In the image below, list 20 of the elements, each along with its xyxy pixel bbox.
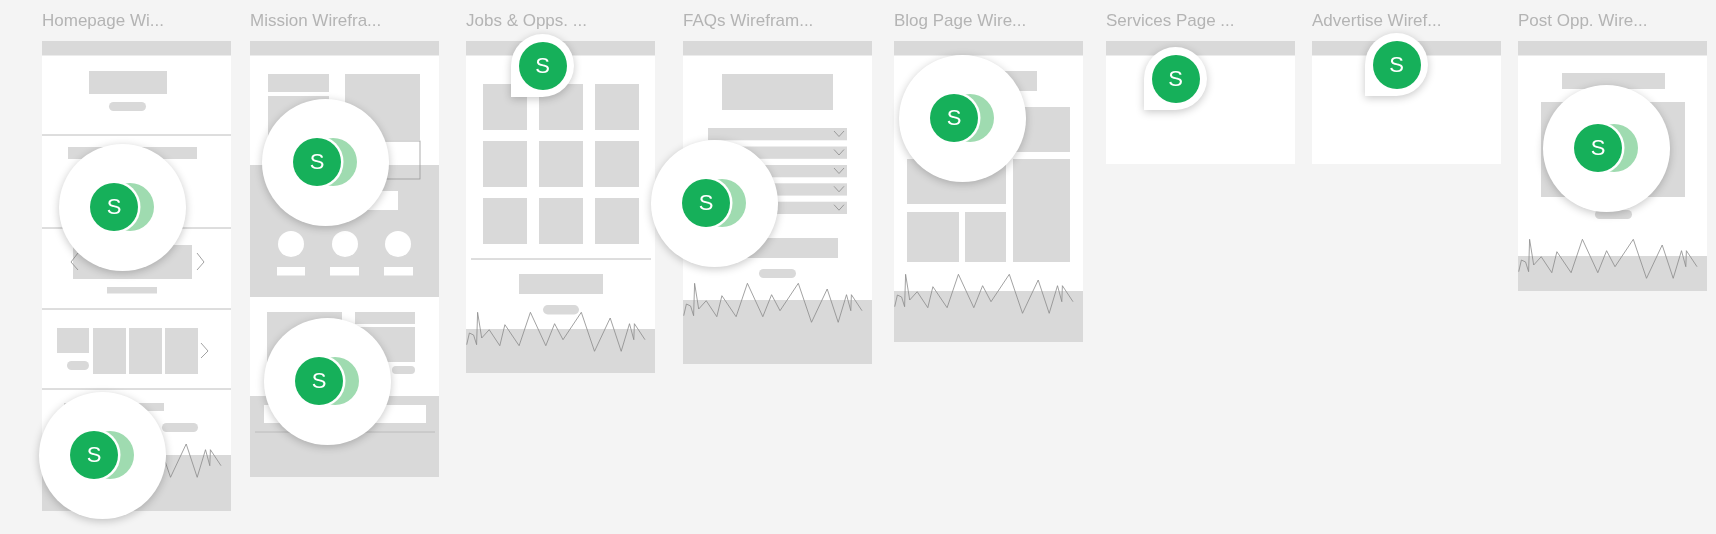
user-avatar: S bbox=[518, 41, 567, 90]
user-avatar: S bbox=[930, 94, 978, 142]
user-avatar: S bbox=[70, 431, 118, 479]
user-avatar: S bbox=[295, 357, 343, 405]
frame-title: Post Opp. Wire... bbox=[1518, 10, 1648, 32]
user-avatar: S bbox=[90, 183, 138, 231]
user-avatar: S bbox=[1372, 40, 1421, 89]
comment-pin bbox=[511, 34, 574, 97]
user-avatar: S bbox=[293, 138, 341, 186]
user-avatar: S bbox=[1151, 54, 1200, 103]
user-avatar: S bbox=[682, 179, 730, 227]
frame-title: FAQs Wirefram... bbox=[683, 10, 814, 32]
frame-title: Jobs & Opps. ... bbox=[466, 10, 587, 32]
frame-title: Blog Page Wire... bbox=[894, 10, 1027, 32]
frame-title: Services Page ... bbox=[1106, 10, 1235, 32]
user-avatar: S bbox=[1574, 124, 1622, 172]
comment-pin bbox=[1365, 33, 1428, 96]
frame-title: Advertise Wiref... bbox=[1312, 10, 1442, 32]
frame-title: Mission Wirefra... bbox=[250, 10, 382, 32]
frame-title: Homepage Wi... bbox=[42, 10, 164, 32]
